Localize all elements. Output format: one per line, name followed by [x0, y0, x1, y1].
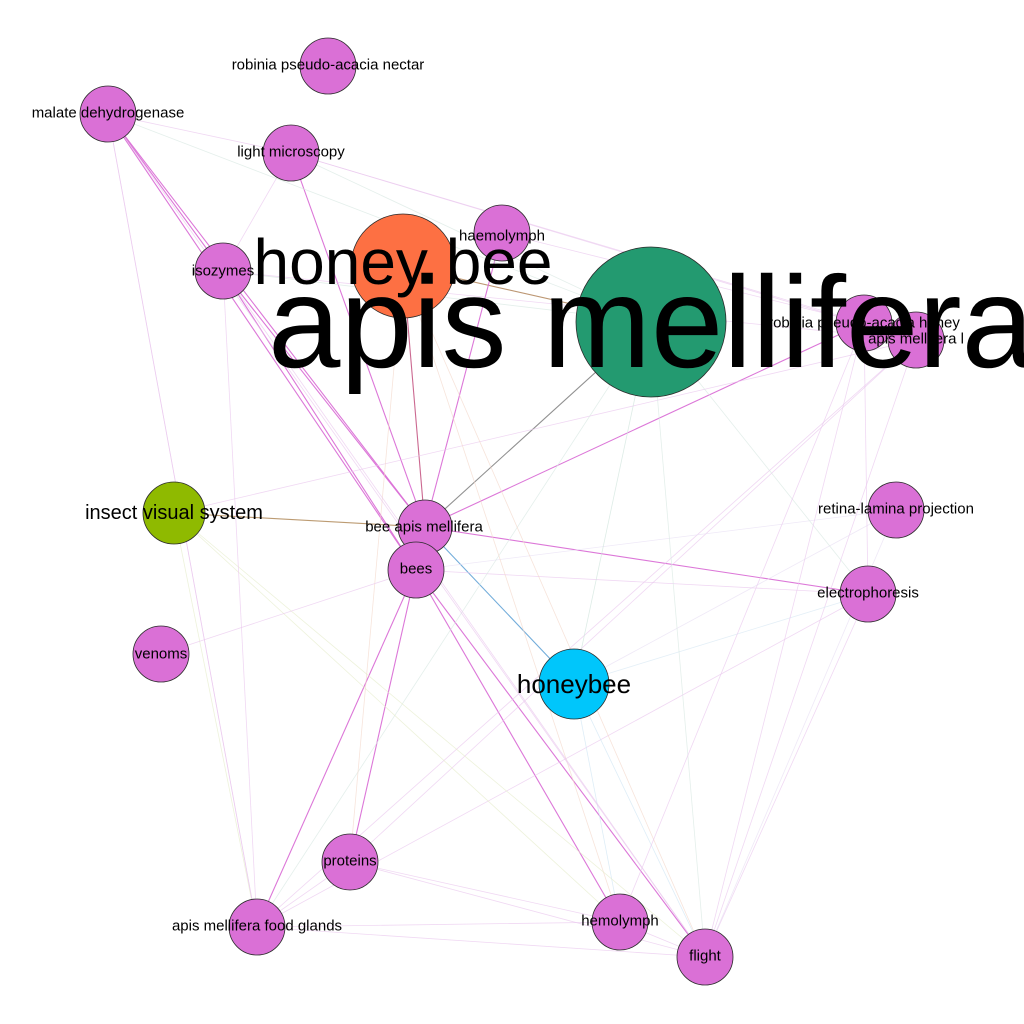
node-food-glands[interactable]: [228, 898, 286, 956]
nodes-layer: [79, 37, 945, 986]
node-label-electrophoresis: electrophoresis: [817, 585, 919, 602]
edge-honey-bee-hemolymph: [402, 265, 621, 923]
edge-apis-mellifera-malate-dehydrogenase: [107, 113, 652, 323]
node-robinia-honey[interactable]: [835, 294, 893, 352]
edge-robinia-honey-flight: [704, 322, 865, 958]
node-haemolymph[interactable]: [473, 204, 531, 262]
node-insect-visual-system[interactable]: [142, 481, 206, 545]
edge-bees-food-glands: [256, 569, 417, 928]
node-label-isozymes: isozymes: [192, 263, 255, 280]
edge-insect-visual-system-hemolymph: [173, 512, 621, 923]
edge-apis-mellifera-food-glands: [256, 321, 652, 928]
edge-bee-apis-mellifera-robinia-honey: [424, 322, 865, 528]
edge-food-glands-isozymes: [222, 270, 258, 928]
edge-robinia-honey-hemolymph: [619, 322, 865, 923]
node-label-food-glands: apis mellifera food glands: [172, 918, 342, 935]
node-label-bee-apis-mellifera: bee apis mellifera: [365, 519, 483, 536]
edge-bee-apis-mellifera-light-microscopy: [290, 152, 426, 528]
edge-apis-mellifera-flight: [650, 321, 706, 958]
node-bees[interactable]: [387, 541, 445, 599]
edge-bee-apis-mellifera-honeybee: [424, 526, 575, 685]
edge-bees-malate-dehydrogenase: [107, 113, 417, 571]
edge-apis-mellifera-l-insect-visual-system: [173, 339, 917, 514]
node-label-bees: bees: [400, 561, 433, 578]
edge-apis-mellifera-l-isozymes: [222, 270, 917, 341]
edge-bee-apis-mellifera-insect-visual-system: [173, 512, 426, 528]
node-honey-bee[interactable]: [350, 213, 456, 319]
node-honeybee[interactable]: [538, 648, 610, 720]
edge-bee-apis-mellifera-malate-dehydrogenase: [107, 113, 426, 528]
node-electrophoresis[interactable]: [839, 565, 897, 623]
edge-electrophoresis-bees: [415, 569, 869, 595]
node-apis-mellifera[interactable]: [575, 246, 727, 398]
edge-retina-lamina-honeybee: [573, 509, 897, 685]
edge-electrophoresis-flight: [704, 593, 869, 958]
edge-light-microscopy-robinia-honey: [290, 152, 865, 324]
node-retina-lamina[interactable]: [867, 481, 925, 539]
edge-insect-visual-system-flight: [173, 512, 706, 958]
edge-proteins-hemolymph: [349, 861, 621, 923]
edge-bees-hemolymph: [415, 569, 621, 923]
node-label-malate-dehydrogenase: malate dehydrogenase: [32, 105, 185, 122]
node-label-insect-visual-system: insect visual system: [85, 502, 263, 524]
edge-insect-visual-system-food-glands: [173, 512, 258, 928]
node-label-retina-lamina: retina-lamina projection: [818, 501, 974, 518]
edge-food-glands-hemolymph: [256, 921, 621, 928]
edge-bees-proteins: [349, 569, 417, 863]
node-apis-mellifera-l[interactable]: [887, 311, 945, 369]
edge-retina-lamina-bees: [415, 509, 897, 571]
node-robinia-nectar[interactable]: [299, 37, 357, 95]
edge-honey-bee-flight: [402, 265, 706, 958]
edge-apis-mellifera-l-flight: [704, 339, 917, 958]
edge-electrophoresis-honeybee: [573, 593, 869, 685]
node-label-honeybee: honeybee: [517, 669, 631, 699]
edge-robinia-honey-electrophoresis: [863, 322, 869, 595]
node-light-microscopy[interactable]: [262, 124, 320, 182]
node-label-hemolymph: hemolymph: [581, 913, 659, 930]
edge-bee-apis-mellifera-haemolymph: [424, 232, 503, 528]
edge-bee-apis-mellifera-isozymes: [222, 270, 426, 528]
edge-proteins-flight: [349, 861, 706, 958]
node-label-haemolymph: haemolymph: [459, 228, 545, 245]
node-label-apis-mellifera: apis mellifera: [268, 249, 1024, 395]
edge-bees-isozymes: [222, 270, 417, 571]
node-proteins[interactable]: [321, 833, 379, 891]
edge-venoms-bees: [160, 569, 417, 655]
edge-honeybee-flight: [573, 683, 706, 958]
node-label-honey-bee: honey bee: [254, 226, 553, 298]
edge-honey-bee-proteins: [349, 265, 404, 863]
edge-malate-dehydrogenase-light-microscopy: [107, 113, 292, 154]
node-label-robinia-nectar: robinia pseudo-acacia nectar: [232, 57, 425, 74]
edge-malate-dehydrogenase-isozymes: [107, 113, 224, 272]
edge-food-glands-flight: [256, 926, 706, 958]
node-flight[interactable]: [676, 928, 734, 986]
edge-bee-apis-mellifera-electrophoresis: [424, 526, 869, 595]
node-hemolymph[interactable]: [591, 893, 649, 951]
node-label-apis-mellifera-l: apis mellifera l: [868, 331, 964, 348]
node-label-light-microscopy: light microscopy: [237, 144, 345, 161]
node-label-flight: flight: [689, 948, 722, 965]
node-label-proteins: proteins: [323, 853, 376, 870]
node-malate-dehydrogenase[interactable]: [79, 85, 137, 143]
node-label-venoms: venoms: [135, 646, 188, 663]
node-label-robinia-honey: robinia pseudo-acacia honey: [768, 315, 960, 332]
edge-isozymes-flight: [222, 270, 706, 958]
node-venoms[interactable]: [132, 625, 190, 683]
edge-bees-flight: [415, 569, 706, 958]
edge-apis-mellifera-l-food-glands: [256, 339, 917, 928]
node-isozymes[interactable]: [194, 242, 252, 300]
